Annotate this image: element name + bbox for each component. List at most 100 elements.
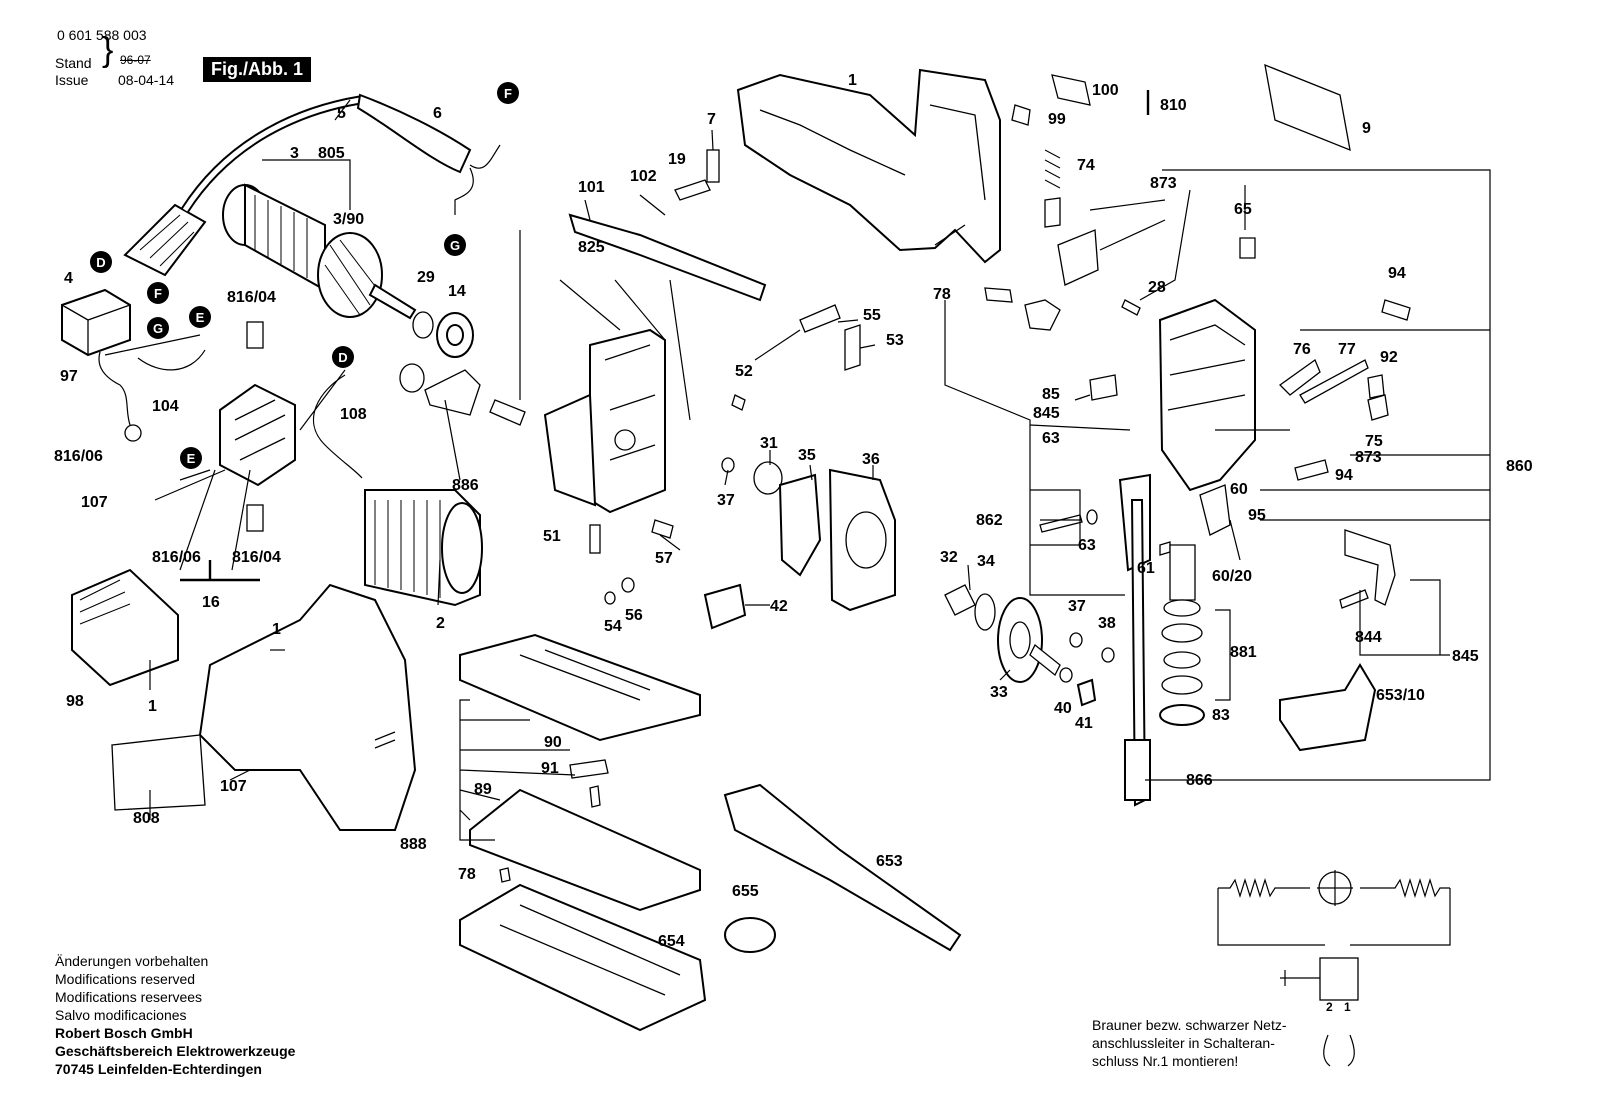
pin-57: [651, 519, 674, 539]
part-label-881: 881: [1230, 644, 1257, 661]
callout-G-left: G: [147, 317, 169, 339]
ring-29: [412, 311, 434, 339]
part-92: [1367, 374, 1385, 399]
plate-53: [844, 324, 861, 371]
part-label-54: 54: [604, 618, 622, 635]
part-label-7: 7: [707, 111, 716, 128]
part-label-97: 97: [60, 368, 78, 385]
roller-6020: [1169, 544, 1196, 601]
part-label-83: 83: [1212, 707, 1230, 724]
seals-881: [1161, 599, 1203, 695]
callout-letter: E: [196, 310, 205, 325]
part-label-31: 31: [760, 435, 778, 452]
washer-31: [753, 461, 783, 495]
company-division: Geschäftsbereich Elektrowerkzeuge: [55, 1043, 296, 1059]
callout-letter: E: [187, 451, 196, 466]
part-label-14: 14: [448, 283, 466, 300]
screw-19: [674, 179, 711, 201]
part-label-61: 61: [1137, 560, 1155, 577]
part-label-873: 873: [1150, 175, 1177, 192]
part-label-3: 3: [290, 145, 299, 162]
part-label-810: 810: [1160, 97, 1187, 114]
part-label-1: 1: [848, 72, 857, 89]
part-label-862: 862: [976, 512, 1003, 529]
part-label-844: 844: [1355, 629, 1382, 646]
ground-terminal: [124, 424, 142, 442]
part-label-94: 94: [1335, 467, 1353, 484]
roller-41: [1076, 678, 1097, 707]
clip-95: [1199, 484, 1231, 536]
baseplate: [459, 633, 701, 742]
wiring-note-line: Brauner bezw. schwarzer Netz-: [1092, 1017, 1287, 1033]
part-label-107: 107: [220, 778, 247, 795]
part-label-886: 886: [452, 477, 479, 494]
clip-37b: [1069, 632, 1083, 648]
rod-77: [1299, 359, 1369, 404]
clip-54: [604, 591, 616, 605]
chip-guard-655: [724, 917, 776, 953]
part-label-52: 52: [735, 363, 753, 380]
part-label-108: 108: [340, 406, 367, 423]
pad-100: [1051, 74, 1091, 106]
terminal-label: 2: [1326, 1000, 1333, 1014]
part-label-94: 94: [1388, 265, 1406, 282]
part-label-102: 102: [630, 168, 657, 185]
guide-76: [1278, 358, 1321, 396]
part-label-53: 53: [886, 332, 904, 349]
part-label-91: 91: [541, 760, 559, 777]
clip-56: [621, 577, 635, 593]
clip-7: [706, 149, 720, 183]
part-label-5: 5: [337, 105, 346, 122]
bushing-886: [399, 363, 425, 393]
part-label-654: 654: [658, 933, 685, 950]
screw-91: [589, 785, 601, 808]
part-label-655: 655: [732, 883, 759, 900]
callout-G-top: G: [444, 234, 466, 256]
bracket-16: [180, 560, 260, 582]
sticker-9: [1264, 63, 1351, 152]
part-label-33: 33: [990, 684, 1008, 701]
cord-wire: [454, 144, 501, 215]
part-label-19: 19: [668, 151, 686, 168]
eccentric-873: [1024, 299, 1061, 331]
pad-99: [1011, 104, 1031, 126]
switch-42: [703, 583, 747, 630]
part-label-888: 888: [400, 836, 427, 853]
cap-74: [1044, 197, 1061, 228]
part-label-101: 101: [578, 179, 605, 196]
washer-63: [1086, 509, 1098, 525]
screw-78: [499, 867, 511, 883]
part-label-63: 63: [1042, 430, 1060, 447]
pin-63: [1039, 514, 1083, 533]
label-808: [111, 734, 206, 811]
bracket-886: [424, 369, 481, 416]
pin-844: [1339, 589, 1369, 609]
part-label-55: 55: [863, 307, 881, 324]
bearing-14: [436, 312, 474, 358]
part-label-100: 100: [1092, 82, 1119, 99]
issue-date: 08-04-14: [118, 72, 175, 88]
part-labels: 5 805 6 3 3/90 29 14 4 816/04 97 104 108…: [54, 72, 1533, 1014]
part-label-808: 808: [133, 810, 160, 827]
spring-61: [1159, 541, 1171, 556]
part-label-34: 34: [977, 553, 995, 570]
wire-104: [137, 349, 206, 371]
spring-74: [1044, 149, 1061, 189]
wire-97: [98, 351, 131, 426]
armature: [222, 183, 417, 320]
cap-65: [1239, 237, 1256, 259]
part-label-99: 99: [1048, 111, 1066, 128]
part-label-845: 845: [1452, 648, 1479, 665]
callout-letter: G: [153, 321, 163, 336]
part-label-36: 36: [862, 451, 880, 468]
part-label-75: 75: [1365, 433, 1383, 450]
part-label-74: 74: [1077, 157, 1095, 174]
note-line: Modifications reserved: [55, 971, 196, 987]
brush-816-04-bottom: [246, 504, 264, 532]
part-label-653: 653: [876, 853, 903, 870]
callout-F-top: F: [497, 82, 519, 104]
part-label-51: 51: [543, 528, 561, 545]
part-label-816-06: 816/06: [152, 549, 201, 566]
part-label-78: 78: [458, 866, 476, 883]
